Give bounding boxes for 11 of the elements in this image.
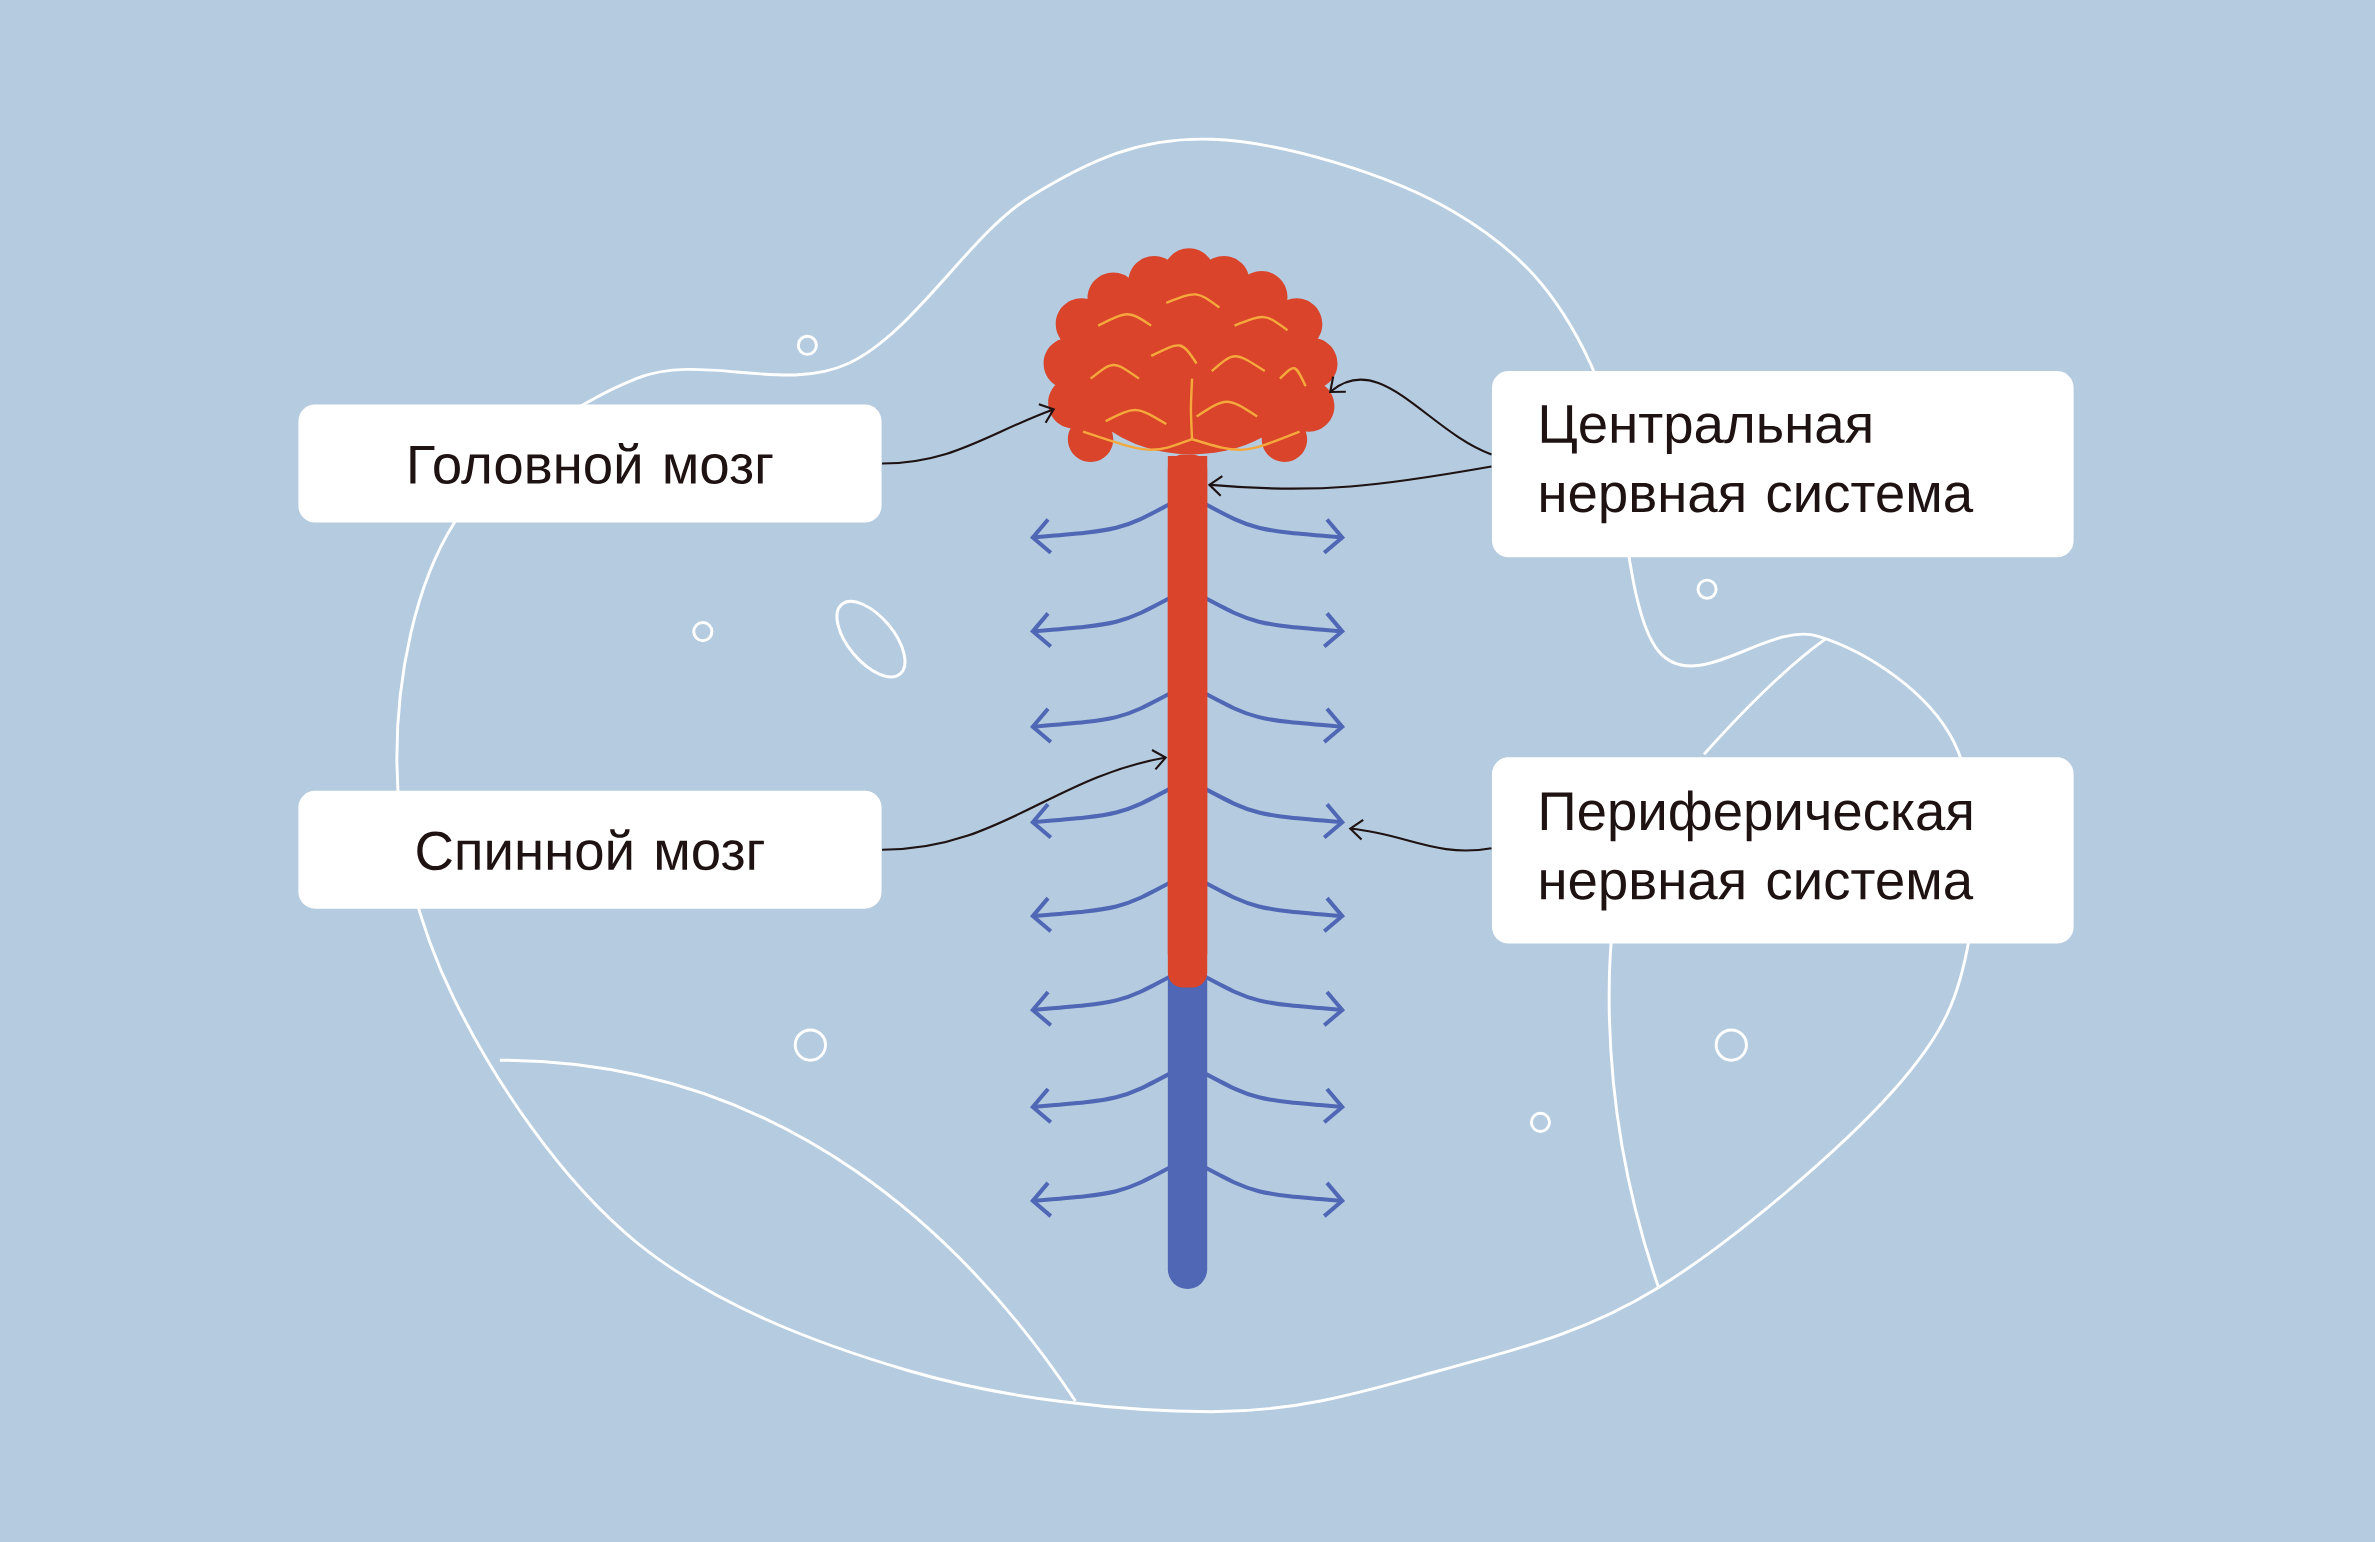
label-box: Центральная нервная система — [1492, 371, 2074, 558]
leader-arrow — [882, 749, 1168, 851]
leader-arrow — [882, 403, 1056, 465]
label-box: Головной мозг — [298, 404, 882, 523]
spinal-cord-bar — [1167, 454, 1208, 1289]
nerves-drawing — [1030, 502, 1346, 1218]
leader-arrow — [1328, 376, 1492, 456]
leader-arrow — [1207, 465, 1492, 497]
label-box: Периферическая нервная система — [1492, 757, 2074, 944]
leader-arrow — [1348, 819, 1492, 852]
label-box: Спинной мозг — [298, 790, 882, 909]
